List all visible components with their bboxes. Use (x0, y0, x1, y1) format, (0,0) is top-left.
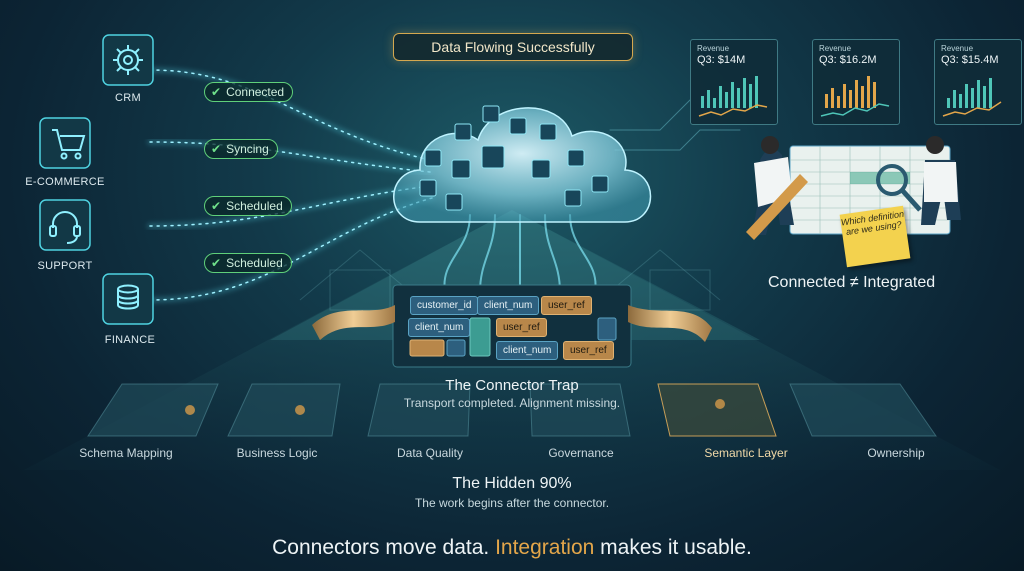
field-chip: user_ref (563, 341, 614, 360)
footer-highlight: Integration (495, 536, 595, 559)
source-label-ecommerce: E-COMMERCE (25, 176, 105, 188)
analyst-figures (746, 136, 961, 240)
cart-icon (52, 129, 86, 160)
layer-label: Schema Mapping (79, 446, 173, 460)
ribbon-right (628, 305, 712, 342)
connected-caption: Connected ≠ Integrated (768, 274, 936, 291)
status-pill-ecommerce: ✔Syncing (204, 139, 278, 159)
layer-label: Data Quality (396, 446, 464, 460)
ribbon-left (312, 305, 395, 340)
status-pill-crm: ✔Connected (204, 82, 294, 102)
bar-chart-icon (698, 76, 768, 117)
trap-title: The Connector Trap (445, 377, 579, 394)
revenue-dashboard: Revenue Q3: $14M (690, 39, 778, 125)
status-pill-finance: ✔Scheduled (204, 253, 292, 273)
check-icon: ✔ (211, 199, 222, 213)
source-label-support: SUPPORT (37, 260, 93, 272)
field-chip: client_num (408, 318, 471, 337)
check-icon: ✔ (211, 256, 222, 270)
chip-blocks (409, 317, 617, 357)
field-chip: user_ref (541, 296, 592, 315)
bar-chart-icon (942, 78, 1002, 117)
hidden-title: The Hidden 90% (452, 475, 572, 492)
layer-label-highlight: Semantic Layer (704, 446, 788, 460)
layer-label: Ownership (867, 446, 925, 460)
layer-tiles (87, 383, 937, 437)
revenue-dashboard: Revenue Q3: $15.4M (934, 39, 1022, 125)
status-pill-support: ✔Scheduled (204, 196, 292, 216)
coins-icon (117, 284, 139, 310)
layer-label: Governance (548, 446, 614, 460)
blueprint-lines (299, 249, 721, 311)
layer-label: Business Logic (236, 446, 318, 460)
revenue-dashboard: Revenue Q3: $16.2M (812, 39, 900, 125)
field-chip: client_num (496, 341, 559, 360)
sticky-note: Which definition are we using? (839, 205, 911, 268)
check-icon: ✔ (211, 85, 222, 99)
trap-subtitle: Transport completed. Alignment missing. (403, 396, 621, 410)
cloud (393, 105, 652, 223)
headset-icon (49, 211, 81, 244)
gear-icon (113, 45, 143, 75)
footer-tagline: Connectors move data. Integration makes … (272, 536, 752, 559)
status-banner: Data Flowing Successfully (393, 33, 633, 61)
source-label-crm: CRM (115, 92, 141, 104)
field-chip: customer_id (410, 296, 479, 315)
hidden-subtitle: The work begins after the connector. (414, 496, 610, 510)
source-label-finance: FINANCE (104, 334, 156, 346)
check-icon: ✔ (211, 142, 222, 156)
field-chip: client_num (477, 296, 540, 315)
field-chip: user_ref (496, 318, 547, 337)
bar-chart-icon (820, 76, 890, 117)
